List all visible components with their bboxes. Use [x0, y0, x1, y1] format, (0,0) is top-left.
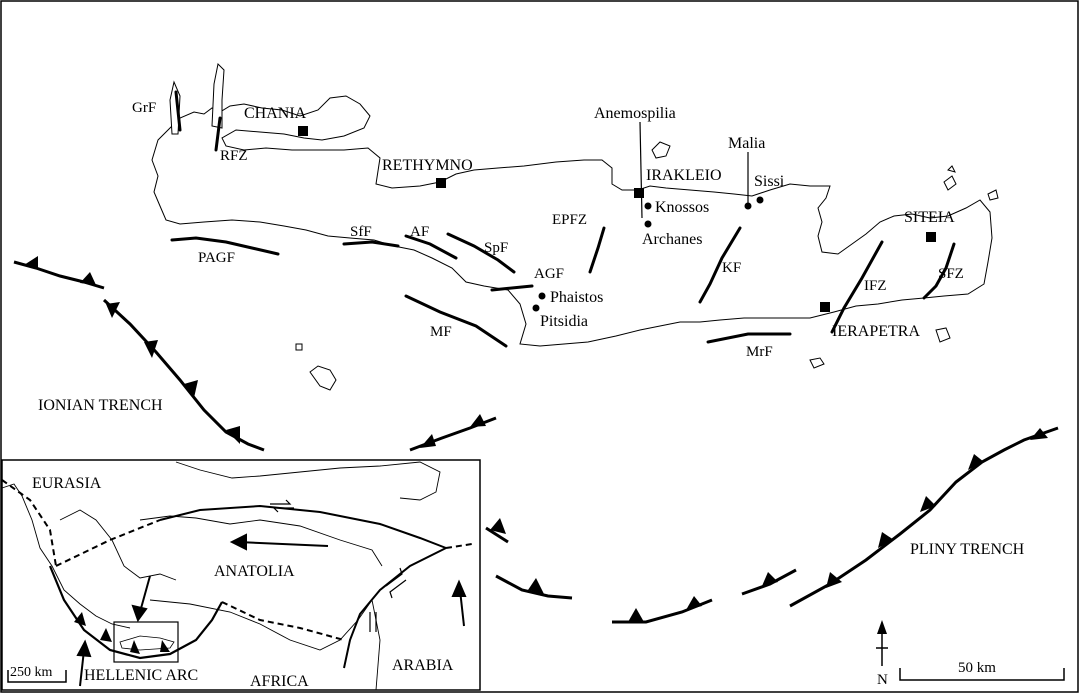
ionian-trench [13, 256, 265, 452]
pliny-trench [789, 426, 1059, 608]
gavdos-islet [309, 365, 337, 391]
city-label-rethymno: RETHYMNO [382, 157, 473, 174]
fault-label-epfz: EPFZ [552, 212, 587, 228]
inset-label-hellenic-arc: HELLENIC ARC [84, 667, 198, 684]
fault-label-sfz: SFZ [938, 266, 964, 282]
islet-ne [943, 175, 957, 191]
site-label-phaistos: Phaistos [550, 289, 603, 306]
north-label: N [877, 672, 888, 688]
site-markers [532, 196, 764, 312]
islet-ne3 [947, 165, 956, 173]
site-label-archanes: Archanes [642, 231, 702, 248]
site-label-knossos: Knossos [655, 199, 709, 216]
fault-label-ifz: IFZ [864, 278, 887, 294]
fault-label-agf: AGF [534, 266, 564, 282]
crete-coastline [151, 95, 993, 347]
fault-label-rfz: RFZ [220, 148, 248, 164]
inset-label-anatolia: ANATOLIA [214, 563, 295, 580]
city-label-irakleio: IRAKLEIO [646, 167, 722, 184]
fault-label-mrf: MrF [746, 344, 773, 360]
city-label-ierapetra: IERAPETRA [832, 323, 920, 340]
city-label-chania: CHANIA [244, 105, 307, 122]
inset-label-eurasia: EURASIA [32, 475, 102, 492]
fault-label-spf: SpF [484, 240, 508, 256]
islet-south [809, 357, 825, 369]
site-label-sissi: Sissi [754, 173, 785, 190]
anemospilia-leader [639, 121, 643, 219]
fault-label-sff: SfF [350, 224, 372, 240]
fault-label-pagf: PAGF [198, 250, 235, 266]
inset-map [1, 459, 481, 691]
fault-label-kf: KF [722, 260, 741, 276]
trench-segment-se1 [495, 574, 573, 600]
islet-ne2 [987, 189, 999, 201]
trench-label-ionian: IONIAN TRENCH [38, 397, 163, 414]
scale-label: 50 km [958, 660, 996, 676]
dia-islet [651, 141, 671, 159]
trench-label-pliny: PLINY TRENCH [910, 541, 1025, 558]
inset-label-arabia: ARABIA [392, 657, 454, 674]
fault-lines [170, 90, 956, 348]
site-label-pitsidia: Pitsidia [540, 313, 588, 330]
site-label-malia: Malia [728, 135, 765, 152]
site-label-anemospilia: Anemospilia [594, 105, 676, 122]
fault-label-grf: GrF [132, 100, 156, 116]
city-label-siteia: SITEIA [904, 209, 955, 226]
inset-scale-label: 250 km [10, 665, 53, 680]
city-markers [298, 126, 936, 312]
scale-bar [899, 668, 1065, 681]
islet-sw [295, 343, 303, 351]
inset-label-africa: AFRICA [250, 673, 309, 690]
islet-east [935, 327, 951, 343]
fault-label-mf: MF [430, 324, 452, 340]
trench-segment-mid [485, 526, 509, 544]
rodopos-peninsula [211, 62, 225, 129]
fault-label-af: AF [410, 224, 429, 240]
north-arrow-icon [876, 620, 888, 666]
